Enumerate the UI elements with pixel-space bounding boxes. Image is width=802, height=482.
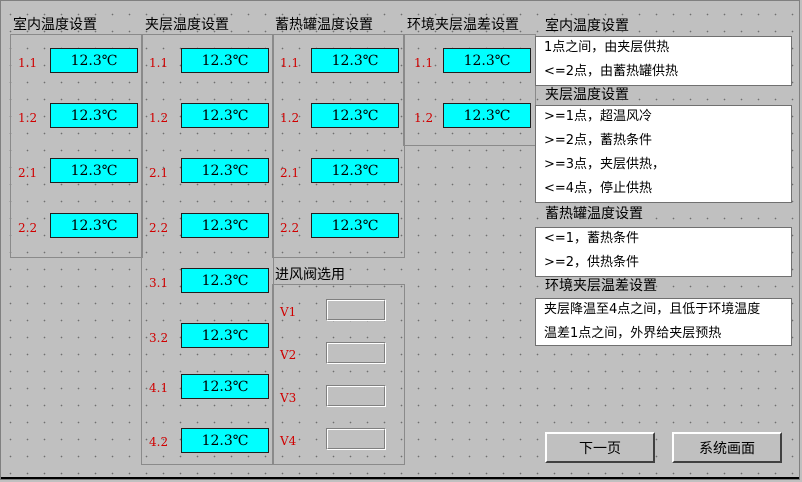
interlayer-label: 3.1	[149, 276, 169, 290]
env-value[interactable]: 12.3℃	[443, 103, 531, 128]
tank-label: 2.2	[280, 221, 300, 235]
interlayer-value[interactable]: 12.3℃	[181, 158, 269, 183]
indoor-value[interactable]: 12.3℃	[50, 158, 138, 183]
tank-value[interactable]: 12.3℃	[311, 103, 399, 128]
indoor-title: 室内温度设置	[13, 17, 97, 33]
note-line: <=2点，由蓄热罐供热	[544, 64, 679, 79]
env-label: 1.1	[414, 56, 434, 70]
note-line: 1点之间，由夹层供热	[544, 40, 670, 55]
interlayer-title: 夹层温度设置	[145, 17, 229, 33]
note-tank-title: 蓄热罐温度设置	[545, 206, 643, 222]
indoor-label: 2.1	[18, 166, 38, 180]
system-screen-button[interactable]: 系统画面	[672, 432, 782, 463]
interlayer-value[interactable]: 12.3℃	[181, 103, 269, 128]
note-interlayer-title: 夹层温度设置	[545, 87, 629, 103]
interlayer-value[interactable]: 12.3℃	[181, 268, 269, 293]
note-tank-box: <=1，蓄热条件 >=2，供热条件	[535, 227, 792, 277]
interlayer-label: 2.1	[149, 166, 169, 180]
interlayer-label: 4.1	[149, 381, 169, 395]
tank-value[interactable]: 12.3℃	[311, 213, 399, 238]
indoor-label: 1.2	[18, 111, 38, 125]
note-line: >=2点，蓄热条件	[544, 133, 653, 148]
note-indoor-box: 1点之间，由夹层供热 <=2点，由蓄热罐供热	[535, 36, 792, 86]
tank-value[interactable]: 12.3℃	[311, 48, 399, 73]
interlayer-value[interactable]: 12.3℃	[181, 323, 269, 348]
indoor-value[interactable]: 12.3℃	[50, 48, 138, 73]
indoor-value[interactable]: 12.3℃	[50, 103, 138, 128]
note-line: >=3点，夹层供热，	[544, 157, 666, 172]
note-env-box: 夹层降温至4点之间，且低于环境温度 温差1点之间，外界给夹层预热	[535, 298, 792, 346]
indoor-label: 2.2	[18, 221, 38, 235]
env-title: 环境夹层温差设置	[407, 17, 519, 33]
interlayer-value[interactable]: 12.3℃	[181, 428, 269, 453]
tank-label: 1.2	[280, 111, 300, 125]
interlayer-value[interactable]: 12.3℃	[181, 374, 269, 399]
interlayer-group	[141, 34, 274, 465]
valve-v3-field[interactable]	[326, 385, 386, 407]
tank-group	[272, 34, 405, 258]
valve-label: V1	[280, 305, 297, 319]
interlayer-label: 2.2	[149, 221, 169, 235]
note-env-title: 环境夹层温差设置	[545, 278, 657, 294]
interlayer-label: 1.2	[149, 111, 169, 125]
indoor-label: 1.1	[18, 56, 38, 70]
note-indoor-title: 室内温度设置	[545, 18, 629, 34]
note-line: 夹层降温至4点之间，且低于环境温度	[544, 302, 761, 317]
indoor-value[interactable]: 12.3℃	[50, 213, 138, 238]
indoor-group	[10, 34, 143, 258]
tank-label: 1.1	[280, 56, 300, 70]
interlayer-label: 3.2	[149, 331, 169, 345]
interlayer-value[interactable]: 12.3℃	[181, 48, 269, 73]
valve-title: 进风阀选用	[275, 267, 345, 283]
tank-label: 2.1	[280, 166, 300, 180]
tank-title: 蓄热罐温度设置	[275, 17, 373, 33]
env-label: 1.2	[414, 111, 434, 125]
valve-group	[272, 284, 405, 465]
note-line: 温差1点之间，外界给夹层预热	[544, 326, 722, 341]
interlayer-value[interactable]: 12.3℃	[181, 213, 269, 238]
valve-v1-field[interactable]	[326, 299, 386, 321]
valve-v2-field[interactable]	[326, 342, 386, 364]
valve-v4-field[interactable]	[326, 428, 386, 450]
tank-value[interactable]: 12.3℃	[311, 158, 399, 183]
next-page-button[interactable]: 下一页	[545, 432, 655, 463]
valve-label: V3	[280, 391, 297, 405]
interlayer-label: 1.1	[149, 56, 169, 70]
note-line: <=4点，停止供热	[544, 181, 653, 196]
note-line: <=1，蓄热条件	[544, 231, 640, 246]
env-value[interactable]: 12.3℃	[443, 48, 531, 73]
note-interlayer-box: >=1点，超温风冷 >=2点，蓄热条件 >=3点，夹层供热， <=4点，停止供热	[535, 105, 792, 203]
valve-label: V2	[280, 348, 297, 362]
note-line: >=1点，超温风冷	[544, 109, 653, 124]
valve-label: V4	[280, 434, 297, 448]
env-group	[403, 34, 536, 146]
interlayer-label: 4.2	[149, 435, 169, 449]
note-line: >=2，供热条件	[544, 255, 640, 270]
